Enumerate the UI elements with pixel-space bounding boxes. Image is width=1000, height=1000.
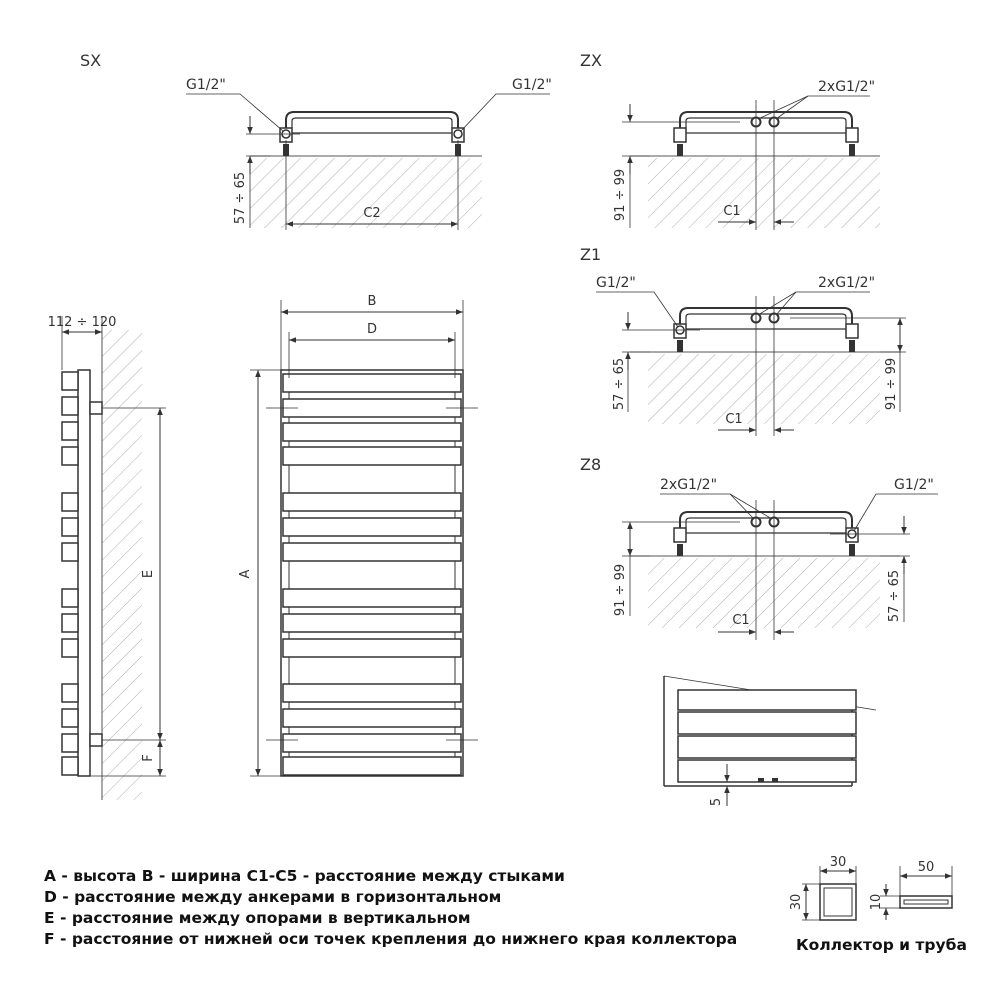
side-f-label: F bbox=[141, 754, 156, 761]
side-depth-label: 112 ÷ 120 bbox=[48, 315, 117, 330]
view-z8-title: Z8 bbox=[580, 455, 601, 474]
right-connection-icon bbox=[453, 129, 463, 139]
view-z1: Z1 57 ÷ 65 91 ÷ 99 C1 G1/2" 2xG1/2" bbox=[580, 245, 906, 436]
z8-spacing-label: C1 bbox=[732, 613, 749, 628]
side-e-label: E bbox=[141, 570, 156, 578]
z8-right-height-label: 57 ÷ 65 bbox=[887, 570, 902, 622]
side-view: 112 ÷ 120 E F bbox=[48, 315, 166, 800]
profiles: 30 30 50 10 bbox=[789, 855, 953, 921]
z1-left-conn-label: G1/2" bbox=[596, 275, 636, 291]
view-z1-title: Z1 bbox=[580, 245, 601, 264]
detail-gap-label: 5 bbox=[709, 798, 724, 806]
view-z8: Z8 91 ÷ 99 57 ÷ 65 C1 2xG1/2" G1/2" bbox=[580, 455, 938, 640]
legend-line: D - расстояние между анкерами в горизонт… bbox=[44, 888, 502, 906]
collector-width-label: 30 bbox=[830, 855, 847, 870]
bottom-detail: 5 bbox=[663, 675, 877, 806]
front-tubes bbox=[282, 373, 462, 776]
bottom-bracket bbox=[89, 733, 103, 747]
zx-height-label: 91 ÷ 99 bbox=[613, 169, 628, 221]
zx-spacing-label: C1 bbox=[723, 204, 740, 219]
view-sx: SX 57 ÷ 65 C2 G1/2" G1/2" bbox=[80, 51, 552, 230]
sx-height-label: 57 ÷ 65 bbox=[233, 172, 248, 224]
front-b-label: B bbox=[368, 294, 377, 309]
tube-width-label: 50 bbox=[918, 860, 935, 875]
view-zx: ZX 91 ÷ 99 C1 2xG1/2" bbox=[580, 51, 880, 230]
legend-line: A - высота B - ширина C1-C5 - расстояние… bbox=[44, 867, 565, 885]
profiles-caption: Коллектор и труба bbox=[796, 936, 967, 954]
detail-tubes bbox=[677, 689, 857, 783]
collector-height-label: 30 bbox=[789, 894, 804, 911]
wall-hatch bbox=[250, 158, 482, 228]
front-a-label: A bbox=[238, 569, 253, 578]
side-collector bbox=[77, 369, 91, 777]
z8-left-height-label: 91 ÷ 99 bbox=[613, 564, 628, 616]
view-zx-title: ZX bbox=[580, 51, 602, 70]
z1-conn-label: 2xG1/2" bbox=[818, 275, 875, 291]
front-d-label: D bbox=[367, 322, 377, 337]
z8-conn-label: 2xG1/2" bbox=[660, 477, 717, 493]
legend-line: E - расстояние между опорами в вертикаль… bbox=[44, 909, 471, 927]
wall-hatch bbox=[648, 558, 880, 628]
legend-line: F - расстояние от нижней оси точек крепл… bbox=[44, 930, 738, 948]
zx-conn-label: 2xG1/2" bbox=[818, 79, 875, 95]
sx-right-conn-label: G1/2" bbox=[512, 77, 552, 93]
sx-spacing-label: C2 bbox=[363, 206, 380, 221]
wall-hatch bbox=[102, 330, 142, 800]
sx-left-conn-label: G1/2" bbox=[186, 77, 226, 93]
side-tubes bbox=[61, 371, 79, 776]
tube-height-label: 10 bbox=[869, 894, 884, 911]
collector-profile bbox=[819, 883, 857, 921]
tube-profile bbox=[899, 895, 953, 909]
wall-hatch bbox=[648, 354, 880, 424]
view-sx-title: SX bbox=[80, 51, 101, 70]
z1-right-height-label: 91 ÷ 99 bbox=[884, 358, 899, 410]
top-bracket bbox=[89, 401, 103, 415]
z1-spacing-label: C1 bbox=[725, 412, 742, 427]
front-view: B D A bbox=[238, 294, 478, 777]
z1-left-height-label: 57 ÷ 65 bbox=[612, 358, 627, 410]
legend: A - высота B - ширина C1-C5 - расстояние… bbox=[44, 866, 737, 950]
z8-right-conn-label: G1/2" bbox=[894, 477, 934, 493]
wall-hatch bbox=[648, 158, 880, 228]
